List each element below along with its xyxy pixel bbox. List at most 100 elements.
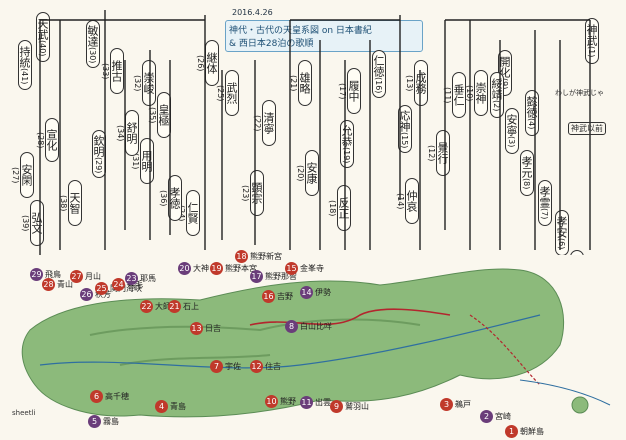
- emperor-name: 孝元: [520, 156, 533, 179]
- emperor-box-16: 安康(20): [296, 150, 319, 196]
- shinmu-ikou-label: 神武以前: [568, 122, 606, 135]
- emperor-number: (3): [507, 136, 516, 148]
- place-number-badge: 8: [285, 320, 298, 333]
- place-label: 吉野: [277, 292, 293, 301]
- place-label: 金峯寺: [300, 264, 324, 273]
- place-label: 鷲羽山: [345, 402, 369, 411]
- place-number-badge: 19: [210, 262, 223, 275]
- emperor-box-3: 敏達(30): [86, 20, 100, 68]
- place-number-badge: 7: [210, 360, 223, 373]
- emperor-name: 垂仁: [452, 84, 465, 106]
- emperor-box-2: 持統(41): [18, 40, 32, 90]
- genealogy-lines: [39, 10, 591, 260]
- emperor-name: 孝安: [555, 216, 568, 239]
- emperor-name: 仲哀: [405, 190, 418, 212]
- emperor-number: (29): [94, 156, 103, 174]
- shinmu-note: わしが神武じゃ: [555, 89, 604, 97]
- place-label: 大神: [193, 264, 209, 273]
- place-number-badge: 28: [42, 278, 55, 291]
- emperor-number: (9): [500, 78, 509, 90]
- emperor-number: (35): [148, 106, 157, 124]
- place-label: 青島: [170, 402, 186, 411]
- emperor-box-25: 垂仁(11): [443, 72, 466, 118]
- emperor-name: 安康: [305, 162, 318, 184]
- place-label: 関門海峡: [110, 284, 142, 293]
- emperor-name: 孝徳: [168, 187, 181, 209]
- emperor-name: 履中: [347, 80, 360, 102]
- place-label: 高千穂: [105, 392, 129, 401]
- place-number-badge: 18: [235, 250, 248, 263]
- emperor-number: (8): [522, 178, 531, 190]
- emperor-number: (30): [88, 46, 97, 64]
- emperor-box-10: 継体(26): [196, 40, 219, 86]
- place-number-badge: 29: [30, 268, 43, 281]
- emperor-name: 応神: [398, 109, 411, 132]
- place-label: 霧島: [103, 417, 119, 426]
- emperor-number: (16): [374, 76, 383, 94]
- emperor-number: (36): [159, 189, 168, 207]
- emperor-name: 顕宗: [250, 182, 263, 204]
- emperor-box-28: 孝元(8): [520, 150, 534, 196]
- emperor-box-38: 舒明(34): [116, 110, 139, 156]
- emperor-number: (27): [11, 166, 20, 184]
- emperor-box-13: 顕宗(23): [241, 170, 264, 216]
- emperor-number: (31): [131, 152, 140, 170]
- emperor-box-29: 孝霊(7): [538, 180, 552, 226]
- place-label: 耶馬: [140, 274, 156, 283]
- emperor-name: 雄略: [298, 72, 311, 94]
- place-number-badge: 24: [112, 278, 125, 291]
- place-label: 住吉: [265, 362, 281, 371]
- place-number-badge: 14: [300, 286, 313, 299]
- place-number-badge: 6: [90, 390, 103, 403]
- emperor-box-20: 仁徳(16): [372, 50, 386, 98]
- place-label: 出雲: [315, 398, 331, 407]
- emperor-box-18: 反正(18): [328, 185, 351, 231]
- emperor-box-7: 欽明(29): [92, 130, 106, 178]
- emperor-name: 武烈: [225, 82, 238, 104]
- emperor-number: (18): [328, 199, 337, 217]
- emperor-name: 景行: [436, 142, 449, 164]
- place-label: 石上: [183, 302, 199, 311]
- emperor-name: 敏達: [86, 24, 99, 47]
- title-line-2: & 西日本28泊の歌順: [229, 39, 314, 49]
- emperor-number: (19): [342, 146, 351, 164]
- emperor-box-14: 清寧(22): [253, 100, 276, 146]
- emperor-number: (15): [400, 131, 409, 149]
- emperor-name: 崇峻: [142, 72, 155, 94]
- emperor-box-22: 仲哀(14): [396, 178, 419, 224]
- place-number-badge: 9: [330, 400, 343, 413]
- place-label: 熊野: [280, 397, 296, 406]
- emperor-number: (17): [338, 82, 347, 100]
- place-number-badge: 1: [505, 425, 518, 438]
- place-number-badge: 11: [300, 396, 313, 409]
- title-line-1: 神代・古代の天皇系図 on 日本書紀: [229, 26, 372, 36]
- place-number-badge: 3: [440, 398, 453, 411]
- place-label: 白山比咩: [300, 322, 332, 331]
- place-number-badge: 17: [250, 270, 263, 283]
- place-label: 月山: [85, 272, 101, 281]
- emperor-name: 允恭: [340, 124, 353, 147]
- emperor-name: 舒明: [125, 122, 138, 144]
- place-label: 熊野本宮: [225, 264, 257, 273]
- emperor-number: (11): [443, 86, 452, 104]
- emperor-name: 仁徳: [372, 54, 385, 77]
- emperor-number: (1): [587, 46, 596, 58]
- place-number-badge: 2: [480, 410, 493, 423]
- place-label: 伊勢: [315, 288, 331, 297]
